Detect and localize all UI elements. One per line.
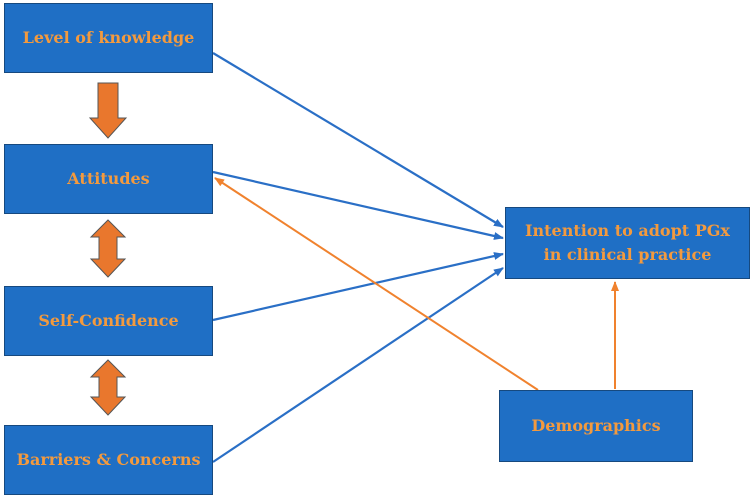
- arrow-knowledge-to-intention: [212, 52, 504, 228]
- block-arrow-knowledge-to-attitudes: [88, 82, 128, 139]
- arrow-attitudes-to-intention: [212, 170, 504, 240]
- node-demographics: Demographics: [499, 390, 693, 462]
- node-label-attitudes: Attitudes: [67, 169, 150, 188]
- node-label-barriers: Barriers & Concerns: [16, 450, 201, 469]
- arrow-barriers-to-intention: [212, 267, 504, 463]
- node-barriers-and-concerns: Barriers & Concerns: [4, 425, 213, 495]
- node-label-self-confidence: Self-Confidence: [38, 311, 179, 330]
- node-attitudes: Attitudes: [4, 144, 213, 214]
- node-self-confidence: Self-Confidence: [4, 286, 213, 356]
- node-label-knowledge: Level of knowledge: [22, 28, 195, 47]
- double-arrow-attitudes-confidence: [89, 219, 127, 278]
- node-intention-to-adopt: Intention to adopt PGx in clinical pract…: [505, 207, 750, 279]
- node-label-demographics: Demographics: [531, 416, 661, 435]
- node-label-intention-line2: in clinical practice: [543, 245, 712, 264]
- arrow-demographics-to-attitudes: [214, 177, 539, 391]
- double-arrow-confidence-barriers: [89, 359, 127, 416]
- node-level-of-knowledge: Level of knowledge: [4, 3, 213, 73]
- node-label-intention: Intention to adopt PGx in clinical pract…: [525, 219, 730, 267]
- node-label-intention-line1: Intention to adopt PGx: [525, 221, 730, 240]
- arrow-confidence-to-intention: [212, 252, 504, 322]
